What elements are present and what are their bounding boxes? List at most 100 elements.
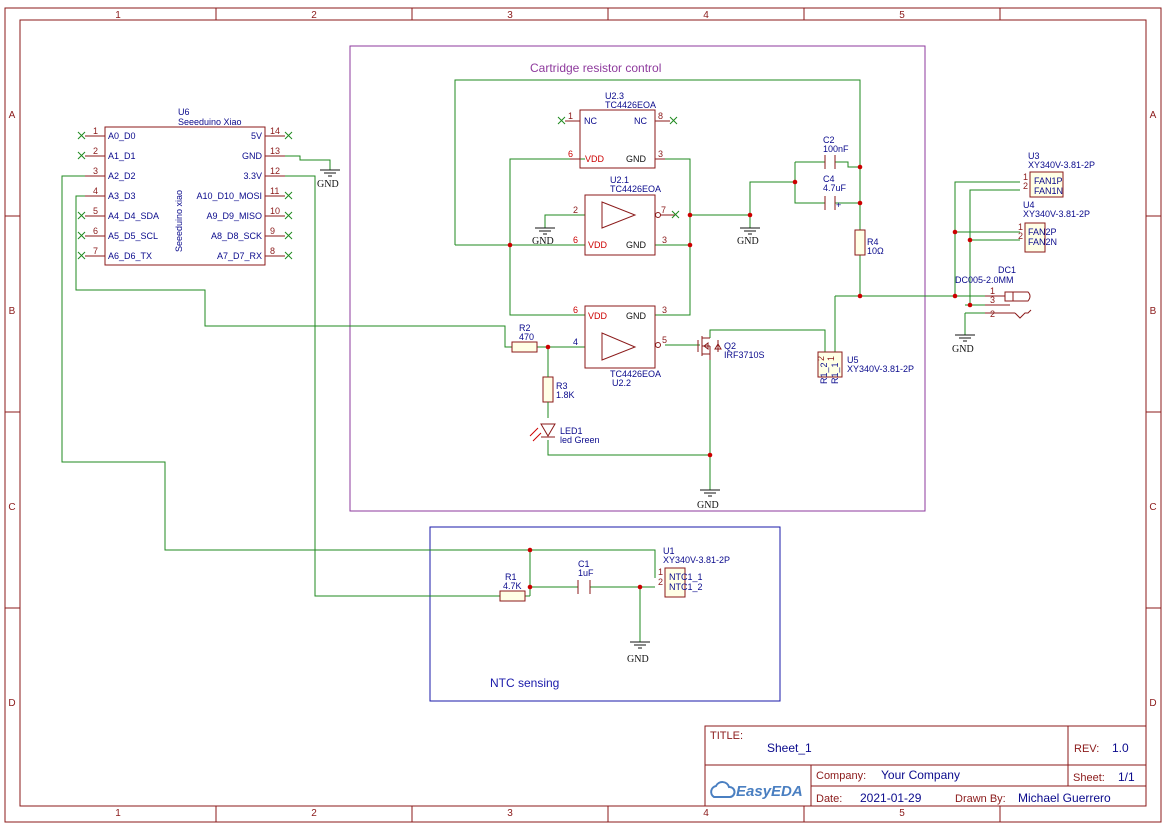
u6-body-text: Seeeduino xiao [174,190,184,252]
u6-pin-10-num: 10 [270,206,280,216]
capacitor-c2[interactable]: C2 100nF [823,135,849,169]
c2-ref: C2 [823,135,835,145]
gnd-symbol-ntc: GND [627,641,650,665]
u2-1-driver[interactable]: U2.1 TC4426EOA 2 7 6 VDD GND 3 [573,175,680,256]
u3-pin1: FAN1P [1034,176,1063,186]
u2-3-pin1: 1 [568,111,573,121]
u3-ref: U3 [1028,151,1040,161]
u2-2-pin3: 3 [662,305,667,315]
u5-name: XY340V-3.81-2P [847,364,914,374]
u2-1-pin2: 2 [573,205,578,215]
u6-pin-3-name: A2_D2 [108,171,136,181]
u2-2-pin5: 5 [662,335,667,345]
gnd-label-u2-1: GND [532,236,554,247]
u6-name: Seeeduino Xiao [178,117,242,127]
u6-pin-13-num: 13 [270,146,280,156]
dc1-n2: 2 [990,309,995,319]
dc1-n1: 1 [990,286,995,296]
u2-3-name: TC4426EOA [605,100,656,110]
c4-plus: + [836,200,841,210]
u2-2-name: TC4426EOA [610,369,661,379]
date-value: 2021-01-29 [860,791,922,805]
u1-name: XY340V-3.81-2P [663,555,730,565]
frame-row-b-right: B [1150,306,1157,317]
sheet-value: 1/1 [1118,770,1135,784]
u6-seeeduino-xiao[interactable]: U6 Seeeduino Xiao Seeeduino xiao 1 2 3 4… [77,107,293,266]
title-label: TITLE: [710,730,743,742]
frame-col-3-bottom: 3 [507,808,513,819]
u2-3-pin8: 8 [658,111,663,121]
u2-1-name: TC4426EOA [610,184,661,194]
connector-u5[interactable]: 2 1 R1_2 R1_1 U5 XY340V-3.81-2P [816,351,914,384]
u2-3-nc-left: NC [584,116,597,126]
u6-pin-12-num: 12 [270,166,280,176]
drawn-by-label: Drawn By: [955,793,1006,805]
u6-ref: U6 [178,107,190,117]
connector-u4[interactable]: U4 XY340V-3.81-2P 1 2 FAN2P FAN2N [1018,200,1090,253]
ntc-region-box[interactable] [429,526,781,702]
r1-ref: R1 [505,572,517,582]
r2-ref: R2 [519,323,531,333]
rev-label: REV: [1074,743,1099,755]
r3-ref: R3 [556,381,568,391]
q2-value: IRF3710S [724,350,765,360]
u6-pin-8-name: A7_D7_RX [217,251,262,261]
frame-col-5-bottom: 5 [899,808,905,819]
led1-ref: LED1 [560,426,583,436]
capacitor-c4[interactable]: C4 4.7uF + [823,174,847,210]
u6-pin-6-num: 6 [93,226,98,236]
dc1-ref: DC1 [998,265,1016,275]
u2-2-driver[interactable]: 6 VDD GND 3 4 5 TC4426EOA U2.2 [573,305,667,388]
cartridge-region-box[interactable] [349,45,926,512]
r3-value: 1.8K [556,390,575,400]
u6-pin-7-name: A6_D6_TX [108,251,152,261]
date-label: Date: [816,793,842,805]
rev-value: 1.0 [1112,741,1129,755]
gnd-symbol-xiao: GND [317,169,340,190]
frame-col-1-bottom: 1 [115,808,121,819]
u2-3-ref: U2.3 [605,91,624,101]
u3-n2: 2 [1023,181,1028,191]
connector-u1[interactable]: U1 XY340V-3.81-2P 1 2 NTC1_1 NTC1_2 [658,546,730,598]
title-block: TITLE: Sheet_1 REV: 1.0 Company: Your Co… [704,725,1147,807]
led1[interactable]: LED1 led Green [529,423,600,445]
resistor-r4[interactable]: R4 10Ω [854,229,884,256]
u2-3-vdd: VDD [585,154,605,164]
cloud-icon [710,781,736,798]
u2-3-pin3: 3 [658,149,663,159]
dc1-name: DC005-2.0MM [955,275,1014,285]
frame-row-c-right: C [1149,502,1156,513]
u2-3-pin6: 6 [568,149,573,159]
resistor-r1[interactable]: R1 4.7K [499,572,526,602]
drawn-by-value: Michael Guerrero [1018,791,1111,805]
r4-value: 10Ω [867,246,884,256]
u2-3-driver[interactable]: U2.3 TC4426EOA 1 8 NC NC 6 VDD GND 3 [557,91,678,169]
u2-3-nc-right: NC [634,116,647,126]
dc-jack-dc1[interactable]: DC1 DC005-2.0MM 1 3 2 [955,265,1032,319]
resistor-r3[interactable]: R3 1.8K [542,370,575,405]
u5-pin2-name: R1_2 [819,362,829,384]
frame-col-1: 1 [115,10,121,21]
u2-1-gnd: GND [626,240,647,250]
capacitor-c1[interactable]: C1 1uF [577,559,594,594]
u2-2-pin6: 6 [573,305,578,315]
u2-1-vdd: VDD [588,240,608,250]
ntc-region-label: NTC sensing [490,676,559,690]
resistor-r2[interactable]: R2 470 [511,323,538,353]
frame-row-a-right: A [1150,110,1157,121]
connector-u3[interactable]: U3 XY340V-3.81-2P 1 2 FAN1P FAN1N [1023,151,1095,198]
u6-pin-14-num: 14 [270,126,280,136]
gnd-label-ntc: GND [627,654,649,665]
frame-col-3: 3 [507,10,513,21]
u5-pin1-name: R1_1 [830,362,840,384]
u6-pin-4-num: 4 [93,186,98,196]
frame-col-5: 5 [899,10,905,21]
u6-pin-11-num: 11 [270,186,279,196]
u2-1-ref: U2.1 [610,175,629,185]
mosfet-q2[interactable]: Q2 IRF3710S [697,336,765,360]
u6-pin-5-name: A4_D4_SDA [108,211,159,221]
frame-row-d: D [8,698,15,709]
u1-pin2: NTC1_2 [669,582,703,592]
u6-pin-8-num: 8 [270,246,275,256]
u2-2-vdd: VDD [588,311,608,321]
